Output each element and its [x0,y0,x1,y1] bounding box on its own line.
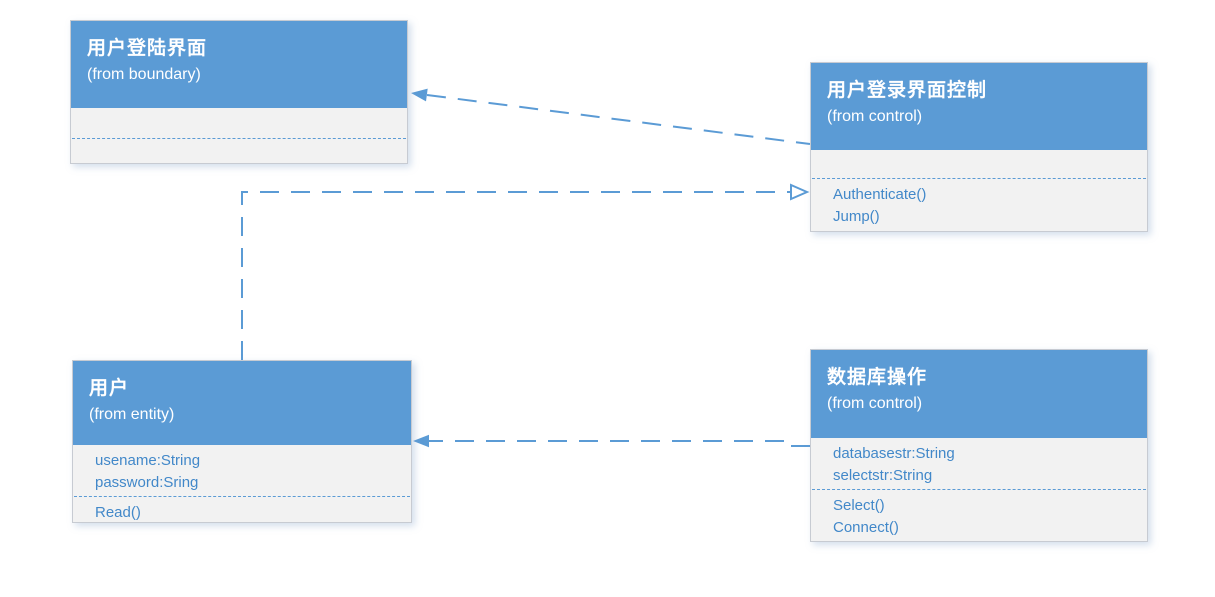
compartment-divider [72,138,406,139]
class-title: 用户登录界面控制 [827,80,988,101]
method-item: Jump() [833,208,880,225]
class-stereotype: (from control) [827,395,923,412]
attribute-item: selectstr:String [833,467,933,484]
class-box-user: 用户 (from entity) usename:String password… [72,360,412,523]
class-body: usename:String password:Sring Read() [73,445,411,526]
methods-compartment: Select() Connect() [811,490,1147,541]
class-header: 用户登录界面控制 (from control) [811,63,1147,150]
class-body [71,108,407,163]
class-stereotype: (from boundary) [87,66,201,83]
class-stereotype: (from control) [827,108,923,125]
class-body: Authenticate() Jump() [811,150,1147,231]
attributes-compartment: databasestr:String selectstr:String [811,438,1147,489]
method-item: Connect() [833,519,899,536]
methods-compartment: Read() [73,497,411,526]
attribute-item: usename:String [95,452,201,469]
attributes-compartment [71,108,407,138]
attribute-item: databasestr:String [833,445,955,462]
compartment-divider [812,178,1146,179]
class-title: 用户登陆界面 [87,38,208,59]
class-header: 数据库操作 (from control) [811,350,1147,438]
method-item: Authenticate() [833,186,927,203]
dependency-controller-to-login-ui [411,88,811,145]
class-box-login-ui: 用户登陆界面 (from boundary) [70,20,408,164]
dependency-database-to-user [413,434,810,448]
method-item: Select() [833,497,885,514]
class-box-database-ops: 数据库操作 (from control) databasestr:String … [810,349,1148,542]
compartment-divider [812,489,1146,490]
dependency-user-to-controller [241,183,810,360]
class-title: 数据库操作 [827,367,928,388]
attributes-compartment: usename:String password:Sring [73,445,411,496]
attributes-compartment [811,150,1147,178]
class-stereotype: (from entity) [89,406,175,423]
class-header: 用户 (from entity) [73,361,411,445]
method-item: Read() [95,504,141,521]
class-body: databasestr:String selectstr:String Sele… [811,438,1147,541]
methods-compartment [71,139,407,163]
methods-compartment: Authenticate() Jump() [811,179,1147,231]
class-title: 用户 [89,378,130,399]
compartment-divider [74,496,410,497]
attribute-item: password:Sring [95,474,199,491]
class-header: 用户登陆界面 (from boundary) [71,21,407,108]
class-box-login-controller: 用户登录界面控制 (from control) Authenticate() J… [810,62,1148,232]
